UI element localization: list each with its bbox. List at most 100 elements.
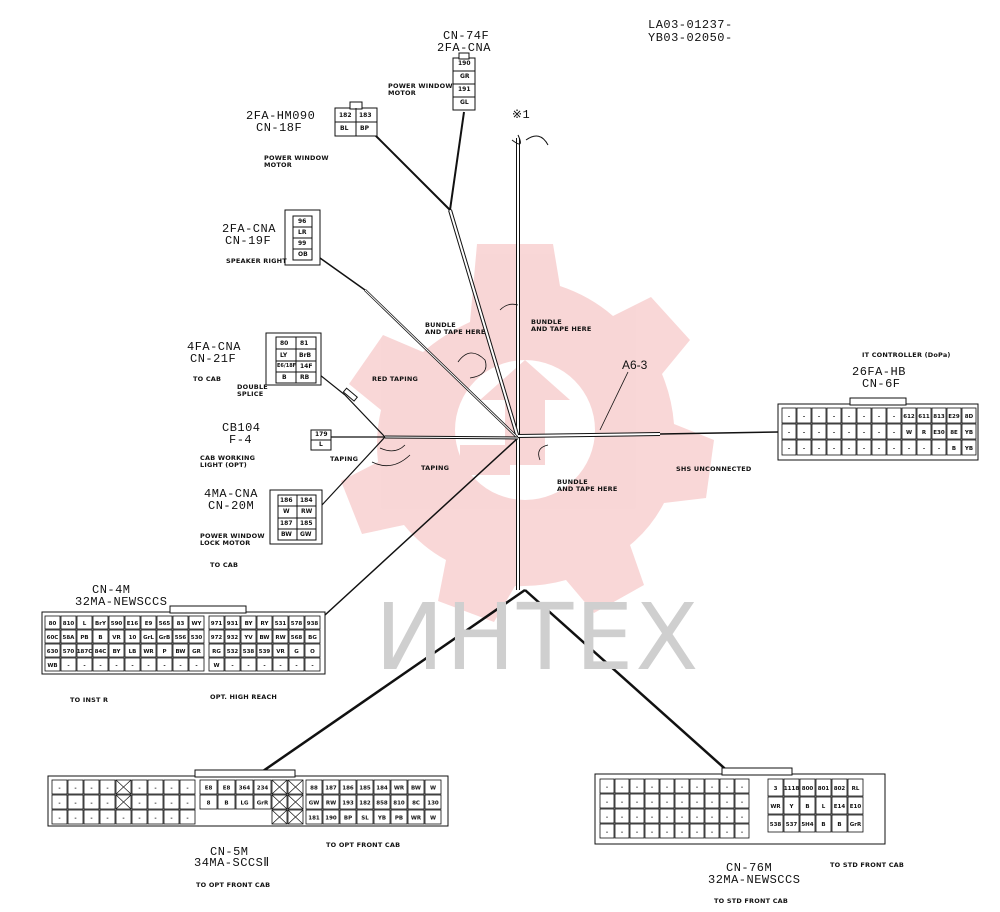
cn4m-cell xyxy=(108,643,125,658)
cn5m-cell xyxy=(390,794,408,810)
cn76m-pin-label: - xyxy=(636,830,638,836)
cn76m-cell xyxy=(689,823,705,839)
cn5m-pin-label: - xyxy=(58,816,60,822)
cn4m-cell xyxy=(188,657,205,672)
cn4m-pin-label: LB xyxy=(129,649,137,655)
cn4m-pin-label: 630 xyxy=(47,649,59,655)
cn4m-cell xyxy=(256,629,273,644)
cn5m-pin-label: - xyxy=(186,786,188,792)
cn5m-pin-label: 184 xyxy=(376,786,388,792)
cn76m-pin-label: - xyxy=(621,830,623,836)
cn5m-cell xyxy=(356,809,374,825)
cn5m-pin-label: 8C xyxy=(412,801,420,807)
cn4m-pin-label: E16 xyxy=(127,621,139,627)
cn4m-pin-label: B xyxy=(98,635,102,641)
connector-cb104 xyxy=(310,429,332,451)
cn4m-pin-label: RY xyxy=(261,621,270,627)
cn4m-cell xyxy=(92,629,109,644)
cn76m-cell xyxy=(767,796,784,815)
cn6f-pin-label: 611 xyxy=(918,414,930,420)
cn76m-pin-label: 537 xyxy=(786,822,798,828)
cn4m-cell xyxy=(76,629,93,644)
cn6f-part: CN-6F xyxy=(862,377,901,391)
cn5m-part: 34MA-SCCSⅡ xyxy=(194,856,270,870)
cn76m-cell xyxy=(599,793,615,809)
cn4m-cell xyxy=(44,657,61,672)
cn5m-pin-label: - xyxy=(90,816,92,822)
cn5m-cell xyxy=(163,809,180,825)
cn4m-cell xyxy=(156,629,173,644)
cn21f-pin: BrB xyxy=(299,352,312,359)
cn6f-pin-label: YB xyxy=(964,430,973,436)
cn76m-name: CN-76M xyxy=(726,861,773,875)
cn4m-pin-label: - xyxy=(67,663,69,669)
cn5m-blank-mark xyxy=(287,779,304,795)
cn76m-cell xyxy=(783,796,800,815)
cn4m-pin-label: E9 xyxy=(145,621,153,627)
cn5m-pin-label: GW xyxy=(309,801,320,807)
cn76m-note-2: TO STD FRONT CAB xyxy=(830,861,905,869)
cn5m-pin-label: 8 xyxy=(207,801,211,807)
cn76m-pin-label: - xyxy=(651,785,653,791)
cn5m-pin-label: 858 xyxy=(376,801,388,807)
cn6f-cell xyxy=(961,423,977,440)
cn5m-cell xyxy=(67,794,84,810)
cn4m-cell xyxy=(224,615,241,630)
cn4m-pin-label: GrL xyxy=(143,635,154,641)
connector-cn19f xyxy=(284,209,321,266)
cn6f-note: IT CONTROLLER (DoPa) xyxy=(862,351,951,359)
cn4m-pin-label: 971 xyxy=(211,621,223,627)
cn5m-cell xyxy=(67,779,84,795)
cn6f-pin-label: YB xyxy=(964,446,973,452)
cn76m-cell xyxy=(831,814,848,833)
cn76m-cell xyxy=(689,793,705,809)
cn5m-cell xyxy=(83,794,100,810)
cn76m-cell xyxy=(629,823,645,839)
cn76m-pin-label: - xyxy=(696,800,698,806)
cn6f-cell xyxy=(886,439,902,456)
cn6f-cell xyxy=(886,407,902,424)
cn76m-cell xyxy=(644,808,660,824)
cn6f-pin-label: 612 xyxy=(903,414,915,420)
cn4m-pin-label: P xyxy=(162,649,166,655)
cn76m-cell xyxy=(704,793,720,809)
cn5m-cell xyxy=(373,779,391,795)
bundle-note-right: BUNDLE AND TAPE HERE xyxy=(531,318,592,333)
cn4m-pin-label: 83 xyxy=(177,621,185,627)
cn4m-pin-label: 539 xyxy=(259,649,271,655)
connector-cn21f xyxy=(265,332,322,386)
cn4m-pin-label: BY xyxy=(245,621,254,627)
cn76m-cell xyxy=(815,796,832,815)
cn4m-pin-label: W xyxy=(213,663,219,669)
cn4m-pin-label: PB xyxy=(80,635,88,641)
cn4m-cell xyxy=(60,657,77,672)
cn4m-cell xyxy=(124,615,141,630)
cn4m-pin-label: GR xyxy=(192,649,202,655)
cn5m-pin-label: - xyxy=(90,801,92,807)
cn5m-cell xyxy=(67,809,84,825)
cn74f-pin: 190 xyxy=(458,60,471,67)
cn5m-cell xyxy=(179,794,196,810)
cn4m-cell xyxy=(304,629,321,644)
cn5m-cell xyxy=(424,809,442,825)
cn4m-pin-label: - xyxy=(131,663,133,669)
connector-cn20m xyxy=(269,489,323,545)
cn76m-cell xyxy=(689,808,705,824)
cn76m-cell xyxy=(629,808,645,824)
cn6f-cell xyxy=(826,407,842,424)
cn5m-pin-label: - xyxy=(170,816,172,822)
cn5m-cell xyxy=(390,779,408,795)
cn6f-cell xyxy=(871,439,887,456)
cn5m-cell xyxy=(424,794,442,810)
cn4m-pin-label: 568 xyxy=(291,635,303,641)
cn4m-cell xyxy=(208,657,225,672)
cn76m-cell xyxy=(659,823,675,839)
cn5m-cell xyxy=(253,779,272,795)
cn76m-pin-label: RL xyxy=(852,786,860,792)
cn76m-pin-label: 1118 xyxy=(784,786,799,792)
cn5m-cell xyxy=(99,779,116,795)
cn20m-dest: TO CAB xyxy=(210,561,239,569)
cn4m-cell xyxy=(188,643,205,658)
cn20m-pin: 184 xyxy=(300,497,313,504)
